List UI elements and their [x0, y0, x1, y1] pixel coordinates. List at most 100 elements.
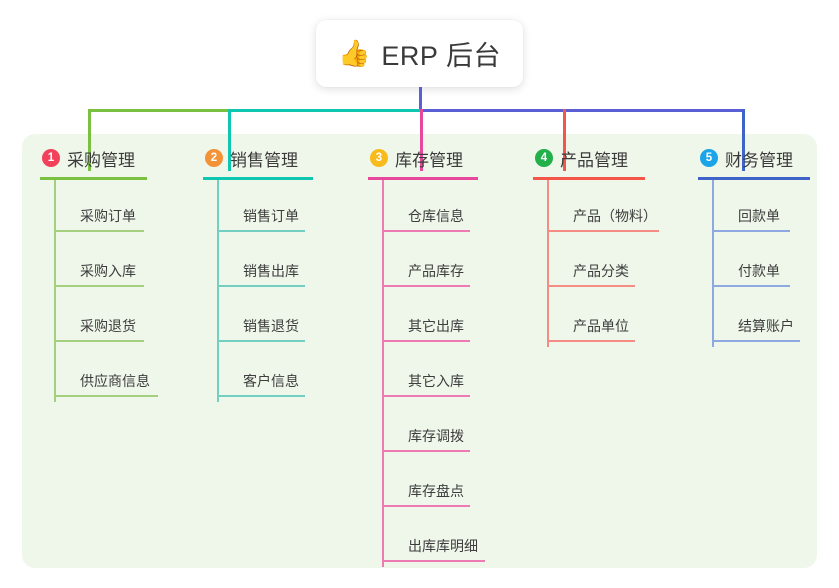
branch-label: 库存管理	[395, 150, 463, 170]
list-item-label: 其它入库	[408, 373, 464, 389]
list-item[interactable]: 其它出库	[382, 290, 478, 345]
connector-drop-purchase	[88, 109, 91, 171]
list-item[interactable]: 销售订单	[217, 180, 313, 235]
branch-spine	[54, 180, 56, 402]
list-item-rule	[382, 340, 470, 342]
list-item[interactable]: 产品（物料）	[547, 180, 659, 235]
list-item-rule	[547, 230, 659, 232]
branch-spine	[547, 180, 549, 347]
list-item[interactable]: 回款单	[712, 180, 810, 235]
branch-underline	[698, 177, 810, 180]
branch-column-purchase: 1 采购管理采购订单采购入库采购退货供应商信息	[40, 145, 158, 402]
list-item-label: 产品单位	[573, 318, 629, 334]
branch-header-inventory[interactable]: 3 库存管理	[368, 145, 478, 171]
branch-number-badge: 3	[370, 149, 388, 167]
branch-column-sales: 2 销售管理销售订单销售出库销售退货客户信息	[203, 145, 313, 402]
branch-column-inventory: 3 库存管理仓库信息产品库存其它出库其它入库库存调拨库存盘点出库库明细	[368, 145, 485, 567]
list-item-rule	[217, 285, 305, 287]
list-item[interactable]: 库存调拨	[382, 400, 478, 455]
list-item-rule	[712, 340, 800, 342]
branch-spine	[712, 180, 714, 347]
list-item-label: 产品分类	[573, 263, 629, 279]
branch-label: 产品管理	[560, 150, 628, 170]
list-item-rule	[382, 395, 470, 397]
list-item[interactable]: 销售退货	[217, 290, 313, 345]
branch-underline	[203, 177, 313, 180]
list-item-rule	[217, 230, 305, 232]
connector-drop-sales	[228, 109, 231, 171]
branch-items-purchase: 采购订单采购入库采购退货供应商信息	[54, 180, 158, 402]
list-item-label: 库存调拨	[408, 428, 464, 444]
list-item-label: 结算账户	[738, 318, 794, 334]
list-item-rule	[54, 340, 144, 342]
branch-header-sales[interactable]: 2 销售管理	[203, 145, 313, 171]
list-item[interactable]: 供应商信息	[54, 345, 158, 400]
list-item[interactable]: 仓库信息	[382, 180, 478, 235]
list-item-label: 供应商信息	[80, 373, 150, 389]
list-item[interactable]: 采购订单	[54, 180, 147, 235]
list-item-rule	[382, 285, 470, 287]
branch-underline	[368, 177, 478, 180]
branch-number-badge: 2	[205, 149, 223, 167]
list-item-rule	[712, 285, 790, 287]
list-item-rule	[54, 285, 144, 287]
list-item-rule	[54, 395, 158, 397]
list-item-label: 销售出库	[243, 263, 299, 279]
list-item[interactable]: 产品分类	[547, 235, 645, 290]
list-item-rule	[382, 450, 470, 452]
list-item[interactable]: 付款单	[712, 235, 810, 290]
branch-items-sales: 销售订单销售出库销售退货客户信息	[217, 180, 313, 402]
branch-underline	[40, 177, 147, 180]
list-item-label: 销售订单	[243, 208, 299, 224]
list-item-label: 其它出库	[408, 318, 464, 334]
list-item[interactable]: 采购退货	[54, 290, 147, 345]
branch-number-badge: 4	[535, 149, 553, 167]
list-item-label: 客户信息	[243, 373, 299, 389]
branch-header-product[interactable]: 4 产品管理	[533, 145, 645, 171]
list-item-rule	[547, 285, 635, 287]
branch-label: 采购管理	[67, 150, 135, 170]
branch-header-finance[interactable]: 5 财务管理	[698, 145, 810, 171]
branch-column-product: 4 产品管理产品（物料） 产品分类产品单位	[533, 145, 659, 347]
thumbs-up-icon: 👍	[338, 38, 371, 69]
branch-header-purchase[interactable]: 1 采购管理	[40, 145, 147, 171]
list-item-rule	[382, 505, 470, 507]
list-item[interactable]: 采购入库	[54, 235, 147, 290]
list-item-rule	[217, 395, 305, 397]
bus-green	[88, 109, 228, 112]
list-item-label: 销售退货	[243, 318, 299, 334]
list-item-label: 采购订单	[80, 208, 136, 224]
list-item-rule	[217, 340, 305, 342]
list-item[interactable]: 产品库存	[382, 235, 478, 290]
list-item-rule	[382, 230, 470, 232]
connector-drop-product	[563, 109, 566, 171]
list-item-rule	[547, 340, 635, 342]
root-node-card[interactable]: 👍 ERP 后台	[316, 20, 523, 87]
diagram-panel	[22, 134, 817, 568]
branch-label: 财务管理	[725, 150, 793, 170]
root-connector-stem	[419, 87, 422, 110]
list-item-label: 回款单	[738, 208, 780, 224]
list-item-label: 采购入库	[80, 263, 136, 279]
branch-number-badge: 5	[700, 149, 718, 167]
list-item[interactable]: 客户信息	[217, 345, 313, 400]
branch-items-product: 产品（物料） 产品分类产品单位	[547, 180, 659, 347]
branch-label: 销售管理	[230, 150, 298, 170]
list-item[interactable]: 产品单位	[547, 290, 645, 345]
list-item[interactable]: 销售出库	[217, 235, 313, 290]
list-item-label: 产品库存	[408, 263, 464, 279]
branch-column-finance: 5 财务管理回款单付款单结算账户	[698, 145, 810, 347]
list-item[interactable]: 结算账户	[712, 290, 810, 345]
list-item[interactable]: 库存盘点	[382, 455, 478, 510]
list-item[interactable]: 其它入库	[382, 345, 478, 400]
branch-number-badge: 1	[42, 149, 60, 167]
list-item-rule	[712, 230, 790, 232]
branch-items-finance: 回款单付款单结算账户	[712, 180, 810, 347]
root-title: ERP 后台	[381, 41, 501, 71]
bus-purple	[420, 109, 742, 112]
branch-spine	[382, 180, 384, 567]
list-item[interactable]: 出库库明细	[382, 510, 485, 565]
list-item-label: 出库库明细	[408, 538, 478, 554]
list-item-label: 采购退货	[80, 318, 136, 334]
